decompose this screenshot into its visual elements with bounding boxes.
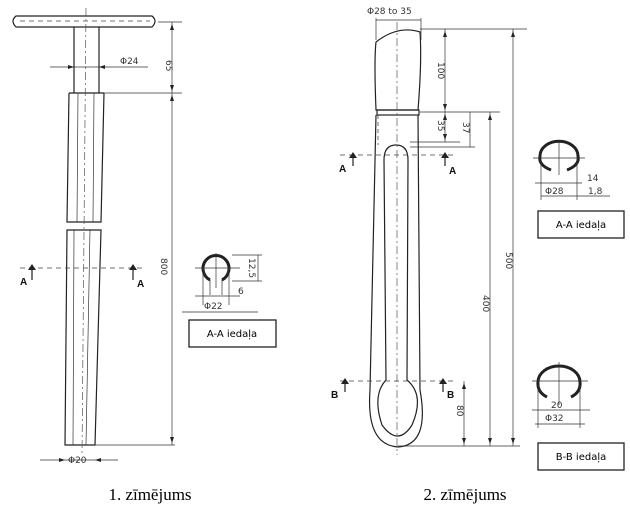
section-mark-a-right-2: A	[449, 166, 456, 177]
section-label-a-a-2: A-A iedaļa	[556, 220, 606, 231]
figure-1-t-handle-probe: 65 800 Φ24 A A Φ20 1	[12, 7, 277, 504]
section-mark-a-left-2: A	[339, 164, 346, 175]
section-mark-a-right: A	[137, 279, 144, 290]
dim-collar-length: 35	[435, 120, 445, 131]
dim-b-diameter: Φ32	[545, 414, 564, 424]
section-mark-b-right: B	[447, 390, 454, 401]
shaft-upper-section	[66, 92, 105, 223]
dim-section-diameter: Φ22	[204, 302, 223, 312]
grip-handle	[374, 29, 422, 111]
section-label-box	[188, 319, 277, 348]
dim-total-length-2: 500	[503, 252, 513, 269]
section-label-b-b: B-B iedaļa	[556, 452, 606, 463]
dim-collar-length-2: 37	[460, 122, 470, 133]
dim-a-gap: 14	[587, 174, 599, 184]
section-mark-b-left: B	[331, 390, 338, 401]
dim-a-diameter: Φ28	[545, 187, 564, 197]
section-mark-a-left: A	[20, 277, 27, 288]
upper-shaft	[69, 27, 104, 94]
loop-outer	[368, 114, 423, 448]
loop-inner	[377, 144, 418, 437]
section-b-b: 20 Φ32	[532, 362, 590, 428]
dim-end-length: 80	[454, 405, 464, 417]
figure-2-caption: 2. zīmējums	[423, 485, 506, 504]
dim-bottom-diameter: Φ20	[68, 456, 87, 466]
dim-handle-length: 100	[435, 62, 445, 79]
dim-section-height: 12,5	[246, 258, 256, 278]
section-label-a-a: A-A iedaļa	[207, 329, 257, 340]
section-a-a-fig1: 12,5 6 Φ22	[182, 253, 262, 313]
dim-total-length: 800	[158, 258, 168, 275]
t-handle-bar	[12, 15, 156, 28]
section-label-box-a	[537, 210, 625, 239]
shaft-lower-section	[64, 229, 102, 446]
dim-b-gap: 20	[551, 401, 563, 411]
dim-loop-length: 400	[480, 295, 490, 312]
section-a-a-fig2: 14 Φ28 1,8	[533, 139, 610, 200]
dim-handle-diameter-range: Φ28 to 35	[367, 7, 412, 17]
figure-1-caption: 1. zīmējums	[108, 485, 191, 504]
dim-gap: 6	[238, 287, 244, 297]
figure-2-loop-probe: Φ28 to 35 100 35 37 400 500 80 A A B B	[331, 7, 625, 504]
dim-a-wall: 1,8	[588, 187, 603, 197]
section-label-box-b	[537, 442, 625, 471]
dim-top-length: 65	[163, 60, 173, 71]
dim-handle-diameter: Φ24	[120, 57, 139, 67]
